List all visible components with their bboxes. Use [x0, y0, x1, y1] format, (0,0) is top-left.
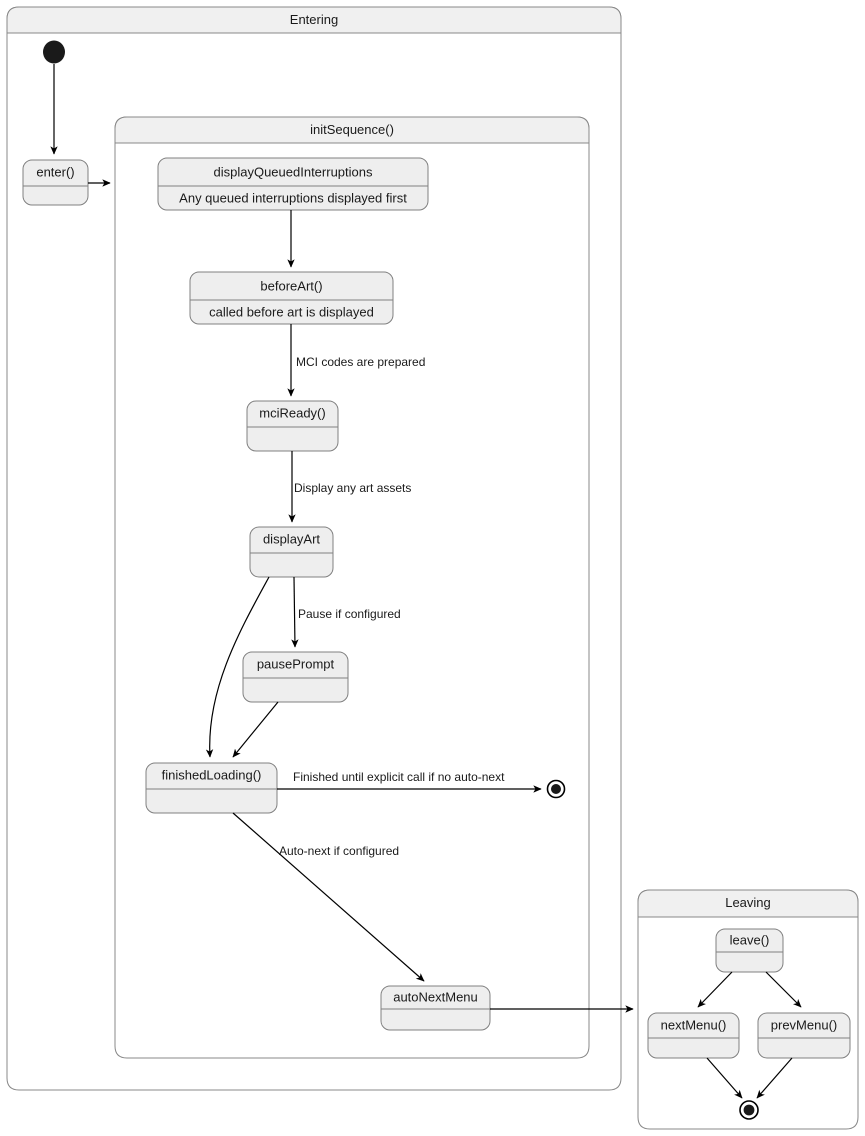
state-next-menu[interactable]: nextMenu(): [647, 1012, 740, 1059]
initial-state-node: [43, 40, 65, 64]
edge-finishedloading-to-autonextmenu: [232, 812, 425, 982]
state-display-queued-interruptions[interactable]: displayQueuedInterruptions Any queued in…: [157, 157, 429, 211]
edge-label-finished-until-explicit: Finished until explicit call if no auto-…: [293, 770, 505, 784]
state-pause-prompt[interactable]: pausePrompt: [242, 651, 349, 703]
edge-label-display-art-assets: Display any art assets: [294, 481, 411, 495]
edge-label-mci-codes: MCI codes are prepared: [296, 355, 425, 369]
frame-leaving-body: [637, 889, 859, 1130]
edge-prevmenu-to-final: [756, 1057, 793, 1099]
edge-pauseprompt-to-finishedloading: [232, 701, 279, 758]
state-before-art-title: beforeArt(): [260, 278, 322, 293]
state-display-art[interactable]: displayArt: [249, 526, 334, 578]
frame-leaving-header: [637, 889, 859, 918]
state-next-menu-title: nextMenu(): [661, 1017, 727, 1032]
frame-leaving: Leaving: [637, 889, 859, 1130]
frame-init-sequence-header: [114, 116, 590, 144]
state-leave-box[interactable]: [715, 928, 784, 973]
state-pause-prompt-title: pausePrompt: [257, 656, 335, 671]
state-next-menu-box[interactable]: [647, 1012, 740, 1059]
edge-leave-to-prevmenu: [765, 971, 802, 1008]
state-display-art-title: displayArt: [263, 531, 320, 546]
frame-entering-title: Entering: [290, 12, 338, 27]
state-finished-loading[interactable]: finishedLoading(): [145, 762, 278, 814]
state-pause-prompt-box[interactable]: [242, 651, 349, 703]
state-enter[interactable]: enter(): [22, 159, 89, 206]
state-leave-title: leave(): [730, 932, 770, 947]
state-display-queued-interruptions-detail: Any queued interruptions displayed first: [179, 190, 407, 205]
final-state-leaving: [739, 1100, 759, 1120]
state-auto-next-menu-title: autoNextMenu: [393, 989, 478, 1004]
state-mci-ready-title: mciReady(): [259, 405, 325, 420]
state-display-queued-interruptions-box[interactable]: [157, 157, 429, 211]
state-display-queued-interruptions-title: displayQueuedInterruptions: [214, 164, 373, 179]
state-leave[interactable]: leave(): [715, 928, 784, 973]
state-auto-next-menu-box[interactable]: [380, 985, 491, 1031]
state-finished-loading-box[interactable]: [145, 762, 278, 814]
state-enter-title: enter(): [36, 164, 74, 179]
frame-init-sequence-title: initSequence(): [310, 122, 394, 137]
final-state-leaving-dot: [743, 1104, 755, 1116]
edge-displayart-to-pauseprompt: [291, 576, 299, 648]
edge-label-pause-if-configured: Pause if configured: [298, 607, 401, 621]
frame-init-sequence-body: [114, 116, 590, 1059]
state-prev-menu-title: prevMenu(): [771, 1017, 837, 1032]
final-state-entering-dot: [551, 784, 561, 794]
frame-entering-header: [6, 6, 622, 34]
frame-init-sequence: initSequence(): [114, 116, 590, 1059]
edge-label-auto-next-if-configured: Auto-next if configured: [279, 844, 399, 858]
state-before-art[interactable]: beforeArt() called before art is display…: [189, 271, 394, 325]
final-state-entering: [546, 779, 566, 799]
edge-leave-to-nextmenu: [697, 971, 733, 1008]
state-prev-menu-box[interactable]: [757, 1012, 851, 1059]
state-display-art-box[interactable]: [249, 526, 334, 578]
edge-nextmenu-to-final: [706, 1057, 743, 1099]
edge-displayart-to-finishedloading: [205, 576, 270, 758]
state-finished-loading-title: finishedLoading(): [162, 767, 262, 782]
frame-leaving-title: Leaving: [725, 895, 771, 910]
state-mci-ready[interactable]: mciReady(): [246, 400, 339, 452]
state-before-art-detail: called before art is displayed: [209, 304, 374, 319]
state-auto-next-menu[interactable]: autoNextMenu: [380, 985, 491, 1031]
state-prev-menu[interactable]: prevMenu(): [757, 1012, 851, 1059]
